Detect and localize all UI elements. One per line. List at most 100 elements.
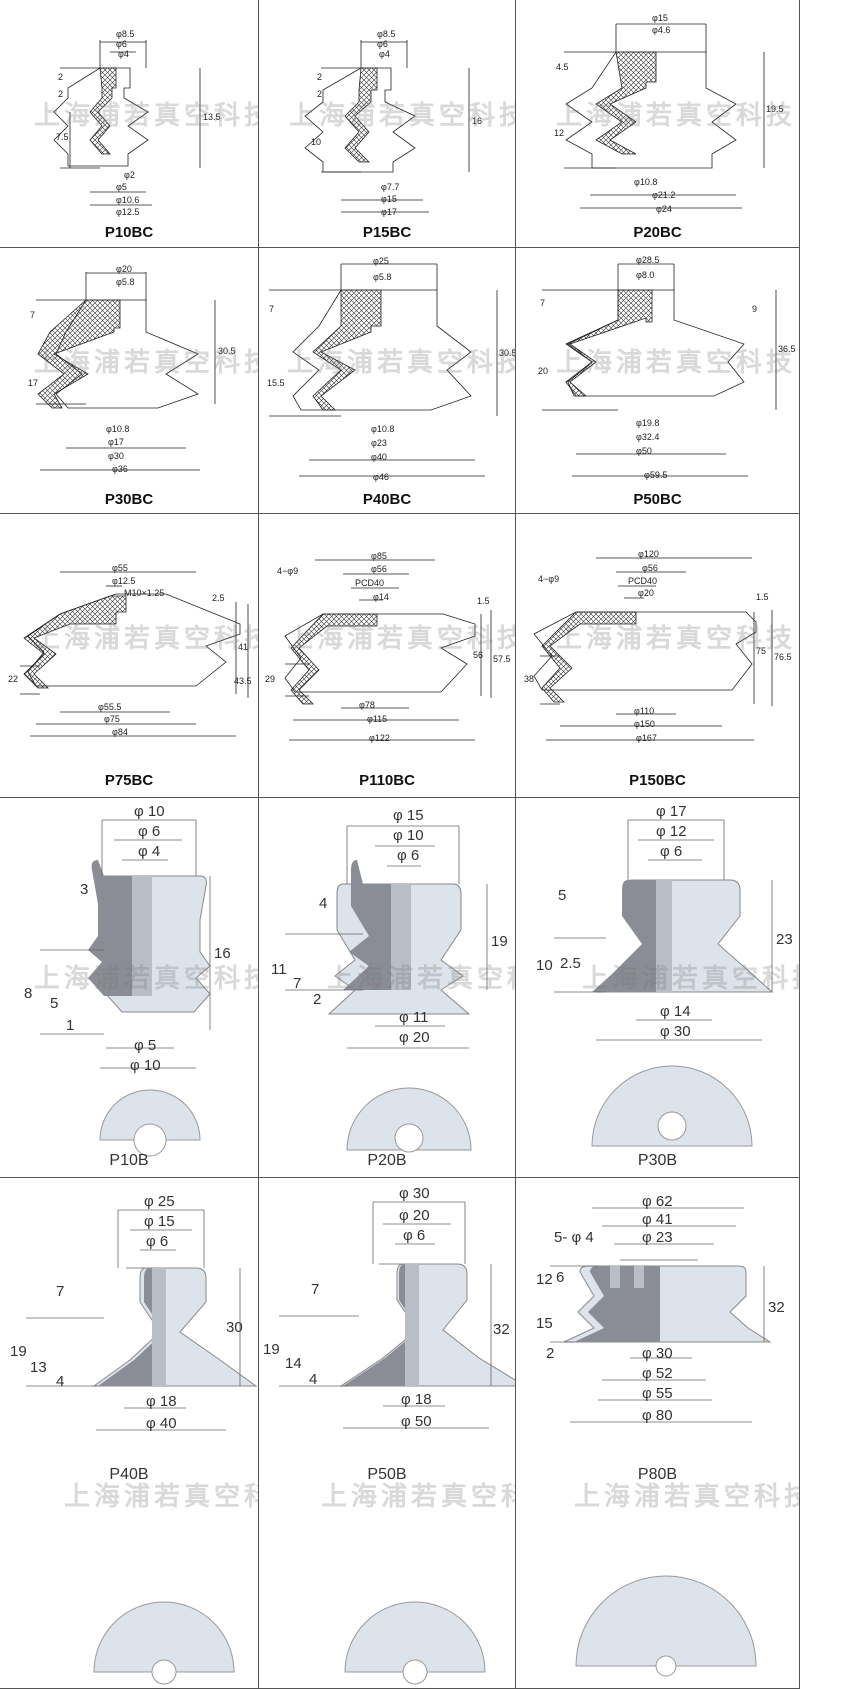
- dim-text: φ2: [124, 170, 135, 180]
- p75bc-drawing: φ55 φ12.5 M10×1.25 2.5 22 41 43.5 φ55.5 …: [8, 563, 252, 737]
- dim-text: 10: [311, 137, 321, 147]
- dim-text: 29: [265, 674, 275, 684]
- dim-text: 5: [558, 887, 566, 904]
- dim-text: φ28.5: [636, 255, 659, 265]
- dim-text: φ15: [381, 194, 397, 204]
- p110bc-drawing: 4−φ9 φ85 φ56 PCD40 φ14 1.5 29 56 57.5 φ7…: [265, 551, 511, 743]
- dim-text: φ 10: [134, 803, 165, 820]
- dim-text: φ8.5: [116, 29, 134, 39]
- p80b-drawing: φ 62 φ 41 5- φ 4 φ 23 12 6 32 15 2 φ 30 …: [536, 1193, 785, 1677]
- dim-text: φ32.4: [636, 432, 659, 442]
- model-label: P15BC: [362, 224, 412, 241]
- dim-text: φ10.8: [371, 424, 394, 434]
- dim-text: φ 30: [660, 1023, 691, 1040]
- dim-text: φ 23: [642, 1229, 673, 1246]
- dim-text: φ 55: [642, 1385, 673, 1402]
- model-label: P30B: [637, 1152, 678, 1169]
- dim-text: 7.5: [56, 132, 69, 142]
- dim-text: φ24: [656, 204, 672, 214]
- cell-p15bc: φ8.5 φ6 φ4 2 2 10 16 φ7.7 φ15 φ17 上海浦若真空…: [259, 0, 516, 248]
- dim-text: 75: [756, 646, 766, 656]
- dim-text: 20: [538, 366, 548, 376]
- dim-text: φ 30: [642, 1345, 673, 1362]
- dim-text: φ23: [371, 438, 387, 448]
- dim-text: 32: [768, 1299, 785, 1316]
- p10bc-drawing: φ8.5 φ6 φ4 2 2 7.5 13.5 φ2 φ5 φ10.6 φ12.…: [53, 29, 221, 217]
- dim-text: 19.5: [766, 104, 784, 114]
- model-label: P10B: [109, 1152, 149, 1169]
- dim-text: φ 4: [138, 843, 160, 860]
- dim-text: 2.5: [212, 593, 225, 603]
- dim-text: φ56: [642, 563, 658, 573]
- dim-text: φ6: [116, 39, 127, 49]
- dim-text: φ6: [377, 39, 388, 49]
- dim-text: φ5.8: [373, 272, 391, 282]
- dim-text: φ 20: [399, 1207, 430, 1224]
- model-label: P50BC: [633, 491, 682, 508]
- dim-text: φ120: [638, 549, 659, 559]
- dim-text: 2: [58, 72, 63, 82]
- cell-p110bc: 4−φ9 φ85 φ56 PCD40 φ14 1.5 29 56 57.5 φ7…: [259, 514, 516, 798]
- p40b-drawing: φ 25 φ 15 φ 6 7 30 19 13 4 φ 18 φ 40: [10, 1193, 258, 1685]
- dim-text: 17: [28, 378, 38, 388]
- dim-text: φ84: [112, 727, 128, 737]
- dim-text: 32: [493, 1321, 510, 1338]
- dim-text: 15: [536, 1315, 553, 1332]
- model-label: P40B: [109, 1466, 149, 1483]
- dim-text: φ5.8: [116, 277, 134, 287]
- dim-text: φ 25: [144, 1193, 175, 1210]
- dim-text: φ 14: [660, 1003, 691, 1020]
- cell-p75bc: φ55 φ12.5 M10×1.25 2.5 22 41 43.5 φ55.5 …: [0, 514, 259, 798]
- cell-p40b: φ 25 φ 15 φ 6 7 30 19 13 4 φ 18 φ 40 上海浦…: [0, 1178, 259, 1689]
- dim-text: φ 18: [146, 1393, 177, 1410]
- dim-text: φ19.8: [636, 418, 659, 428]
- dim-text: 2: [317, 89, 322, 99]
- p10b-drawing: φ 10 φ 6 φ 4 3 16 8 5 1 φ 5 φ 10: [24, 803, 231, 1157]
- dim-text: φ 10: [130, 1057, 161, 1074]
- dim-text: φ 40: [146, 1415, 177, 1432]
- dim-text: 38: [524, 674, 534, 684]
- dim-text: φ 17: [656, 803, 687, 820]
- dim-text: 14: [285, 1355, 302, 1372]
- dim-text: 2.5: [560, 955, 581, 972]
- model-label: P40BC: [362, 491, 412, 508]
- dim-text: φ115: [367, 714, 387, 724]
- dim-text: 76.5: [774, 652, 792, 662]
- cell-p20bc: φ15 φ4.6 4.5 12 19.5 φ10.8 φ21.2 φ24 上海浦…: [516, 0, 800, 248]
- dim-text: φ56: [371, 564, 387, 574]
- dim-text: 8: [24, 985, 32, 1002]
- dim-text: φ 62: [642, 1193, 673, 1210]
- dim-text: 9: [752, 304, 757, 314]
- dim-text: φ 11: [399, 1009, 428, 1026]
- model-label: P150BC: [629, 772, 686, 789]
- dim-text: φ4: [118, 49, 129, 59]
- dim-text: M10×1.25: [124, 588, 164, 598]
- model-label: P30BC: [104, 491, 154, 508]
- model-label: P10BC: [104, 224, 154, 241]
- dim-text: 2: [317, 72, 322, 82]
- dim-text: 23: [776, 931, 793, 948]
- dim-text: φ40: [371, 452, 387, 462]
- dim-text: 7: [56, 1283, 64, 1300]
- model-label: P80B: [637, 1466, 678, 1483]
- p30b-drawing: φ 17 φ 12 φ 6 5 23 10 2.5 φ 14 φ 30: [536, 803, 793, 1147]
- dim-text: 4: [319, 895, 327, 912]
- dim-text: φ8.5: [377, 29, 395, 39]
- dim-text: φ 41: [642, 1211, 673, 1228]
- dim-text: φ 6: [660, 843, 682, 860]
- dim-text: 41: [238, 642, 248, 652]
- dim-text: φ85: [371, 551, 387, 561]
- dim-text: φ5: [116, 182, 127, 192]
- dim-text: 4−φ9: [538, 574, 559, 584]
- dim-text: 22: [8, 674, 18, 684]
- p30bc-drawing: φ20 φ5.8 7 17 30.5 φ10.8 φ17 φ30 φ36: [28, 264, 236, 474]
- p15bc-drawing: φ8.5 φ6 φ4 2 2 10 16 φ7.7 φ15 φ17: [304, 29, 482, 217]
- dim-text: 2: [58, 89, 63, 99]
- cell-p30b: φ 17 φ 12 φ 6 5 23 10 2.5 φ 14 φ 30 上海浦若…: [516, 798, 800, 1178]
- dim-text: φ55: [112, 563, 128, 573]
- dim-text: 12: [554, 128, 564, 138]
- dim-text: 7: [293, 975, 301, 992]
- p50b-drawing: φ 30 φ 20 φ 6 7 32 19 14 4 φ 18 φ 50: [263, 1185, 515, 1685]
- dim-text: 13: [30, 1359, 47, 1376]
